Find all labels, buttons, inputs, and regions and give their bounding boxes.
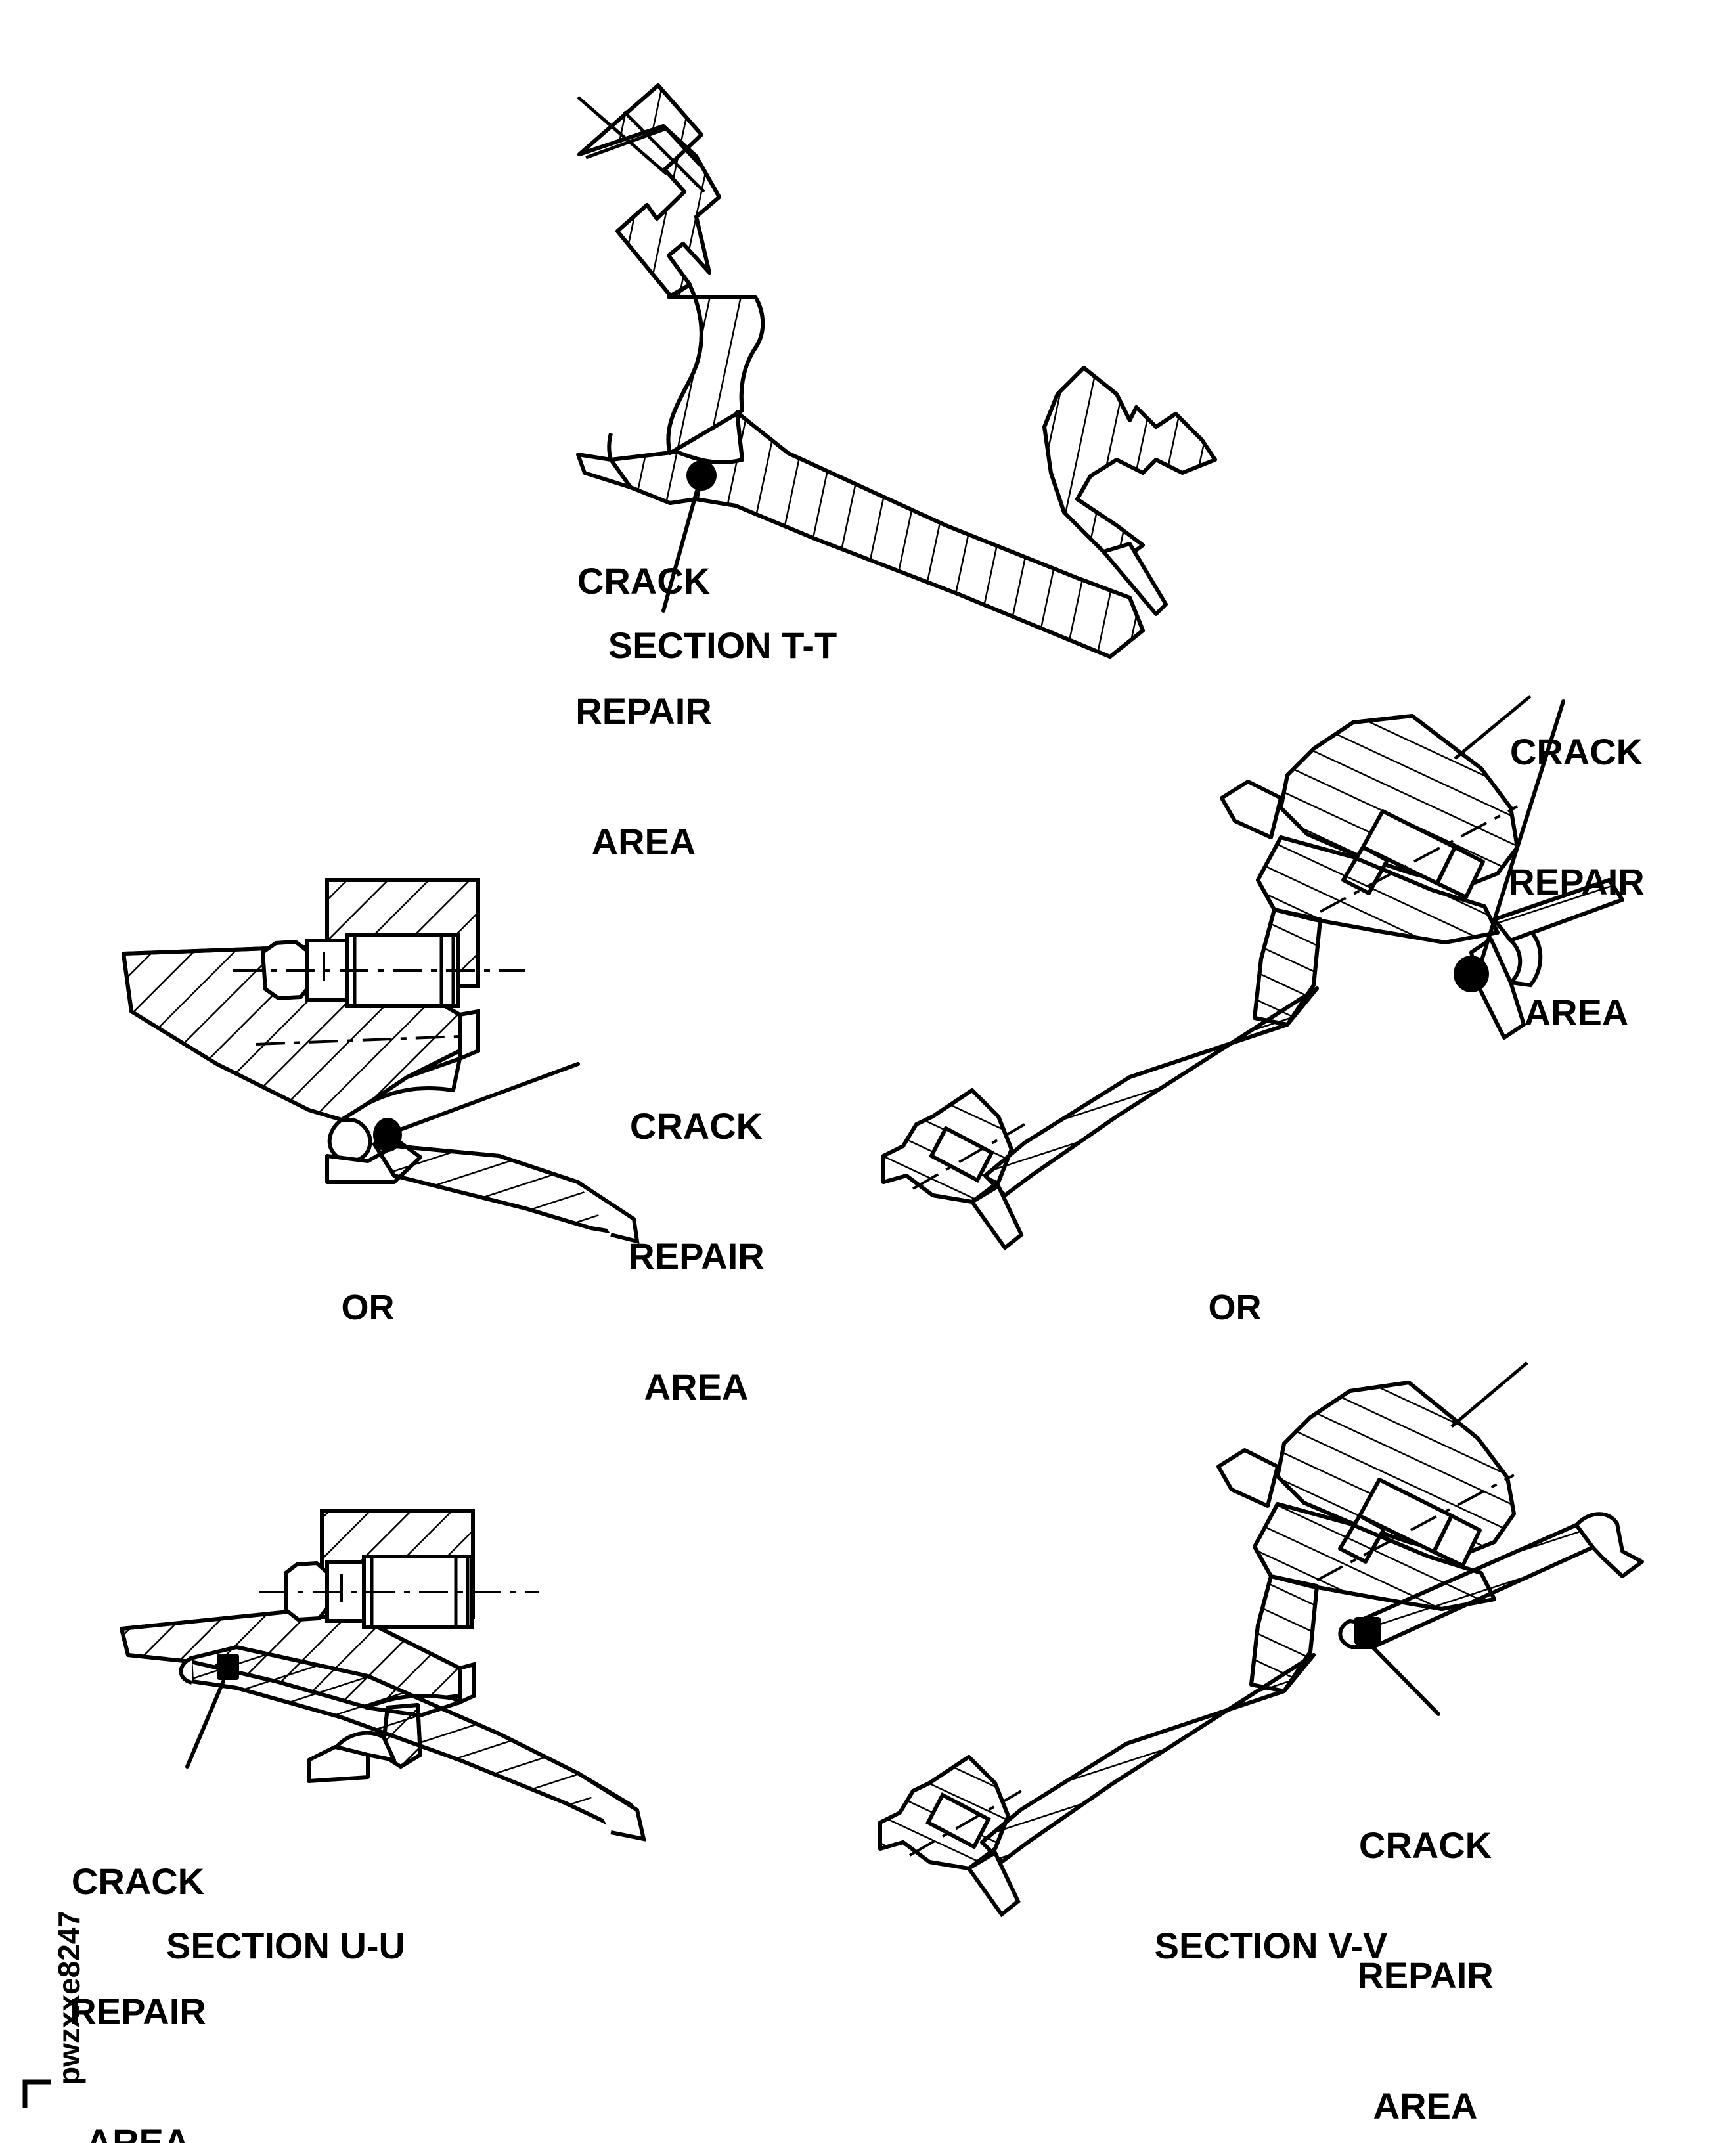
crack-marker-dot	[1454, 956, 1489, 992]
callout-line-area: AREA	[85, 2121, 190, 2143]
crack-leader-line	[395, 1062, 580, 1133]
crack-repair-area-label-uu-upper: CRACK REPAIR AREA	[588, 1018, 805, 1495]
callout-line-area: AREA	[591, 820, 696, 862]
or-label-left: OR	[341, 1288, 395, 1327]
section-title-u-u: SECTION U-U	[166, 1925, 405, 1966]
or-label-right: OR	[1208, 1288, 1262, 1327]
crack-leader-line	[1371, 1645, 1440, 1716]
callout-line-crack: CRACK	[1509, 731, 1643, 773]
crack-marker-dot	[217, 1654, 239, 1680]
callout-line-area: AREA	[644, 1365, 749, 1407]
callout-line-area: AREA	[1373, 2085, 1478, 2127]
crack-leader-line	[185, 1679, 225, 1769]
crack-repair-area-label-tt: CRACK REPAIR AREA	[512, 473, 775, 950]
fastener-center-line	[1316, 1474, 1515, 1581]
callout-line-crack: CRACK	[629, 1105, 763, 1147]
callout-line-crack: CRACK	[1358, 1824, 1492, 1867]
section-t-t-drawing	[576, 83, 1217, 659]
section-u-u-upper-drawing	[122, 878, 640, 1244]
crack-repair-area-label-vv-upper: CRACK REPAIR AREA	[1445, 644, 1708, 1121]
section-title-t-t: SECTION T-T	[608, 625, 837, 666]
callout-line-repair: REPAIR	[628, 1235, 765, 1277]
crack-repair-area-label-uu-lower: CRACK REPAIR AREA	[33, 1773, 243, 2143]
callout-line-crack: CRACK	[71, 1861, 205, 1903]
crack-repair-area-label-vv-lower: CRACK REPAIR AREA	[1297, 1737, 1553, 2143]
figure-code-label: pwzxxe8247	[52, 1911, 86, 2085]
fastener-center-line	[1320, 805, 1518, 913]
crack-marker-dot	[686, 460, 717, 491]
figure-code-bracket	[22, 2079, 51, 2108]
callout-line-repair: REPAIR	[575, 690, 712, 732]
callout-line-repair: REPAIR	[1357, 1955, 1494, 1997]
crack-leader-line	[1479, 699, 1565, 964]
callout-line-crack: CRACK	[577, 560, 711, 602]
crack-marker-dot	[373, 1118, 402, 1152]
section-v-v-lower-drawing	[878, 1361, 1644, 1918]
callout-line-repair: REPAIR	[70, 1991, 206, 2033]
crack-marker-dot	[1354, 1617, 1381, 1645]
crack-leader-line	[661, 484, 700, 613]
callout-line-area: AREA	[1524, 991, 1629, 1033]
section-v-v-upper-drawing	[881, 695, 1624, 1251]
section-title-v-v: SECTION V-V	[1154, 1925, 1388, 1966]
callout-line-repair: REPAIR	[1508, 861, 1645, 903]
section-u-u-lower-drawing	[120, 1509, 646, 1842]
